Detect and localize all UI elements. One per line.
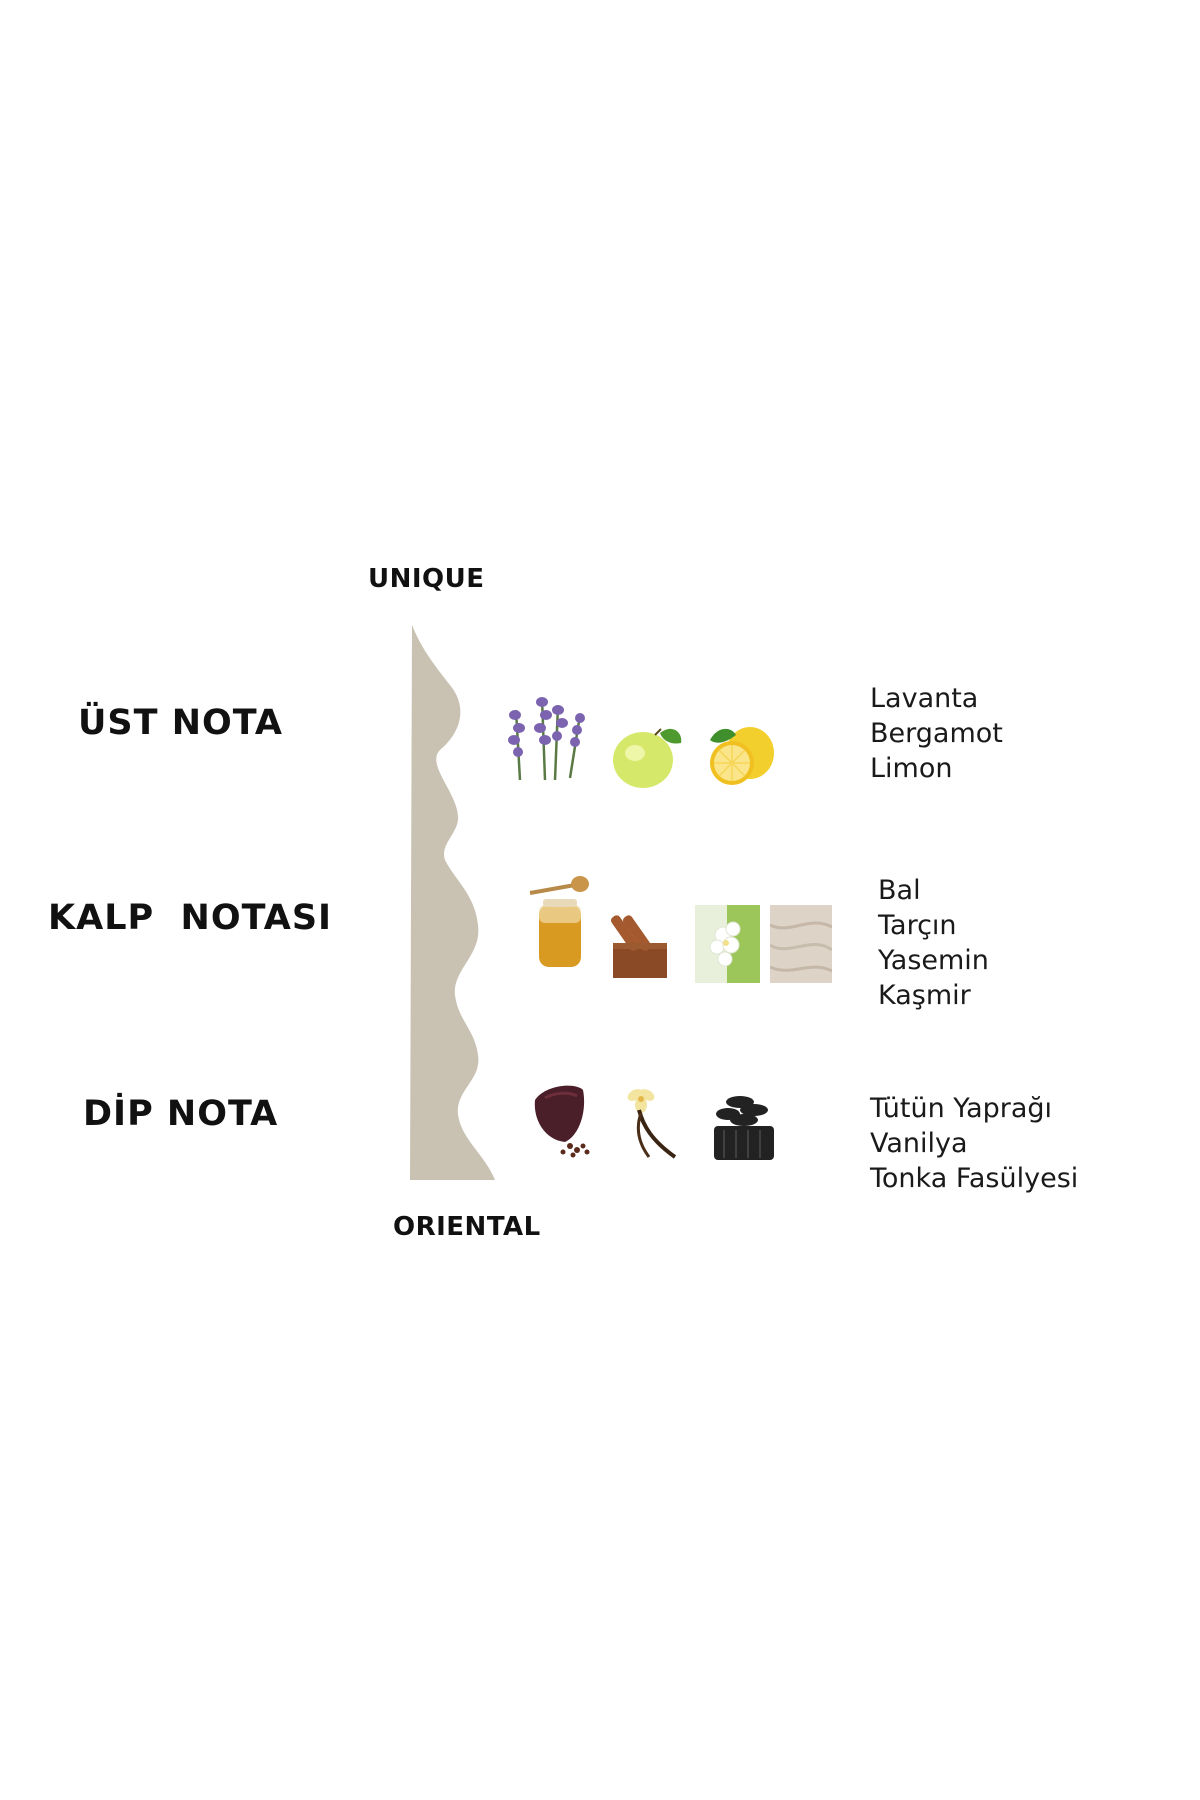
note-item: Lavanta (870, 683, 979, 714)
notes-list-top: Lavanta Bergamot Limon (870, 681, 1003, 786)
vanilla-icon (615, 1085, 685, 1163)
top-label: UNIQUE (368, 564, 485, 594)
note-item: Vanilya (870, 1128, 968, 1159)
note-item: Limon (870, 753, 953, 784)
bergamot-icon (605, 715, 685, 790)
notes-list-heart: Bal Tarçın Yasemin Kaşmir (878, 873, 989, 1013)
jasmine-icon (695, 905, 760, 983)
cashmere-icon (770, 905, 832, 983)
note-item: Bal (878, 875, 921, 906)
tobacco-leaf-icon (525, 1080, 600, 1160)
note-item: Tonka Fasülyesi (870, 1163, 1079, 1194)
tier-label-base: DİP NOTA (83, 1094, 279, 1134)
note-item: Kaşmir (878, 980, 971, 1011)
tonka-bean-icon (710, 1090, 778, 1162)
tier-label-top: ÜST NOTA (78, 703, 283, 743)
note-item: Bergamot (870, 718, 1003, 749)
note-item: Tütün Yaprağı (870, 1093, 1053, 1124)
lemon-icon (700, 715, 780, 790)
note-item: Yasemin (878, 945, 989, 976)
cinnamon-icon (610, 905, 670, 980)
wave-shape (410, 625, 495, 1180)
honey-jar-icon (525, 875, 595, 975)
notes-list-base: Tütün Yaprağı Vanilya Tonka Fasülyesi (870, 1091, 1078, 1196)
wave-graphic (410, 625, 495, 1180)
lavender-icon (500, 690, 590, 785)
tier-label-heart: KALP NOTASI (48, 898, 333, 938)
bottom-label: ORIENTAL (393, 1212, 541, 1242)
note-item: Tarçın (878, 910, 957, 941)
